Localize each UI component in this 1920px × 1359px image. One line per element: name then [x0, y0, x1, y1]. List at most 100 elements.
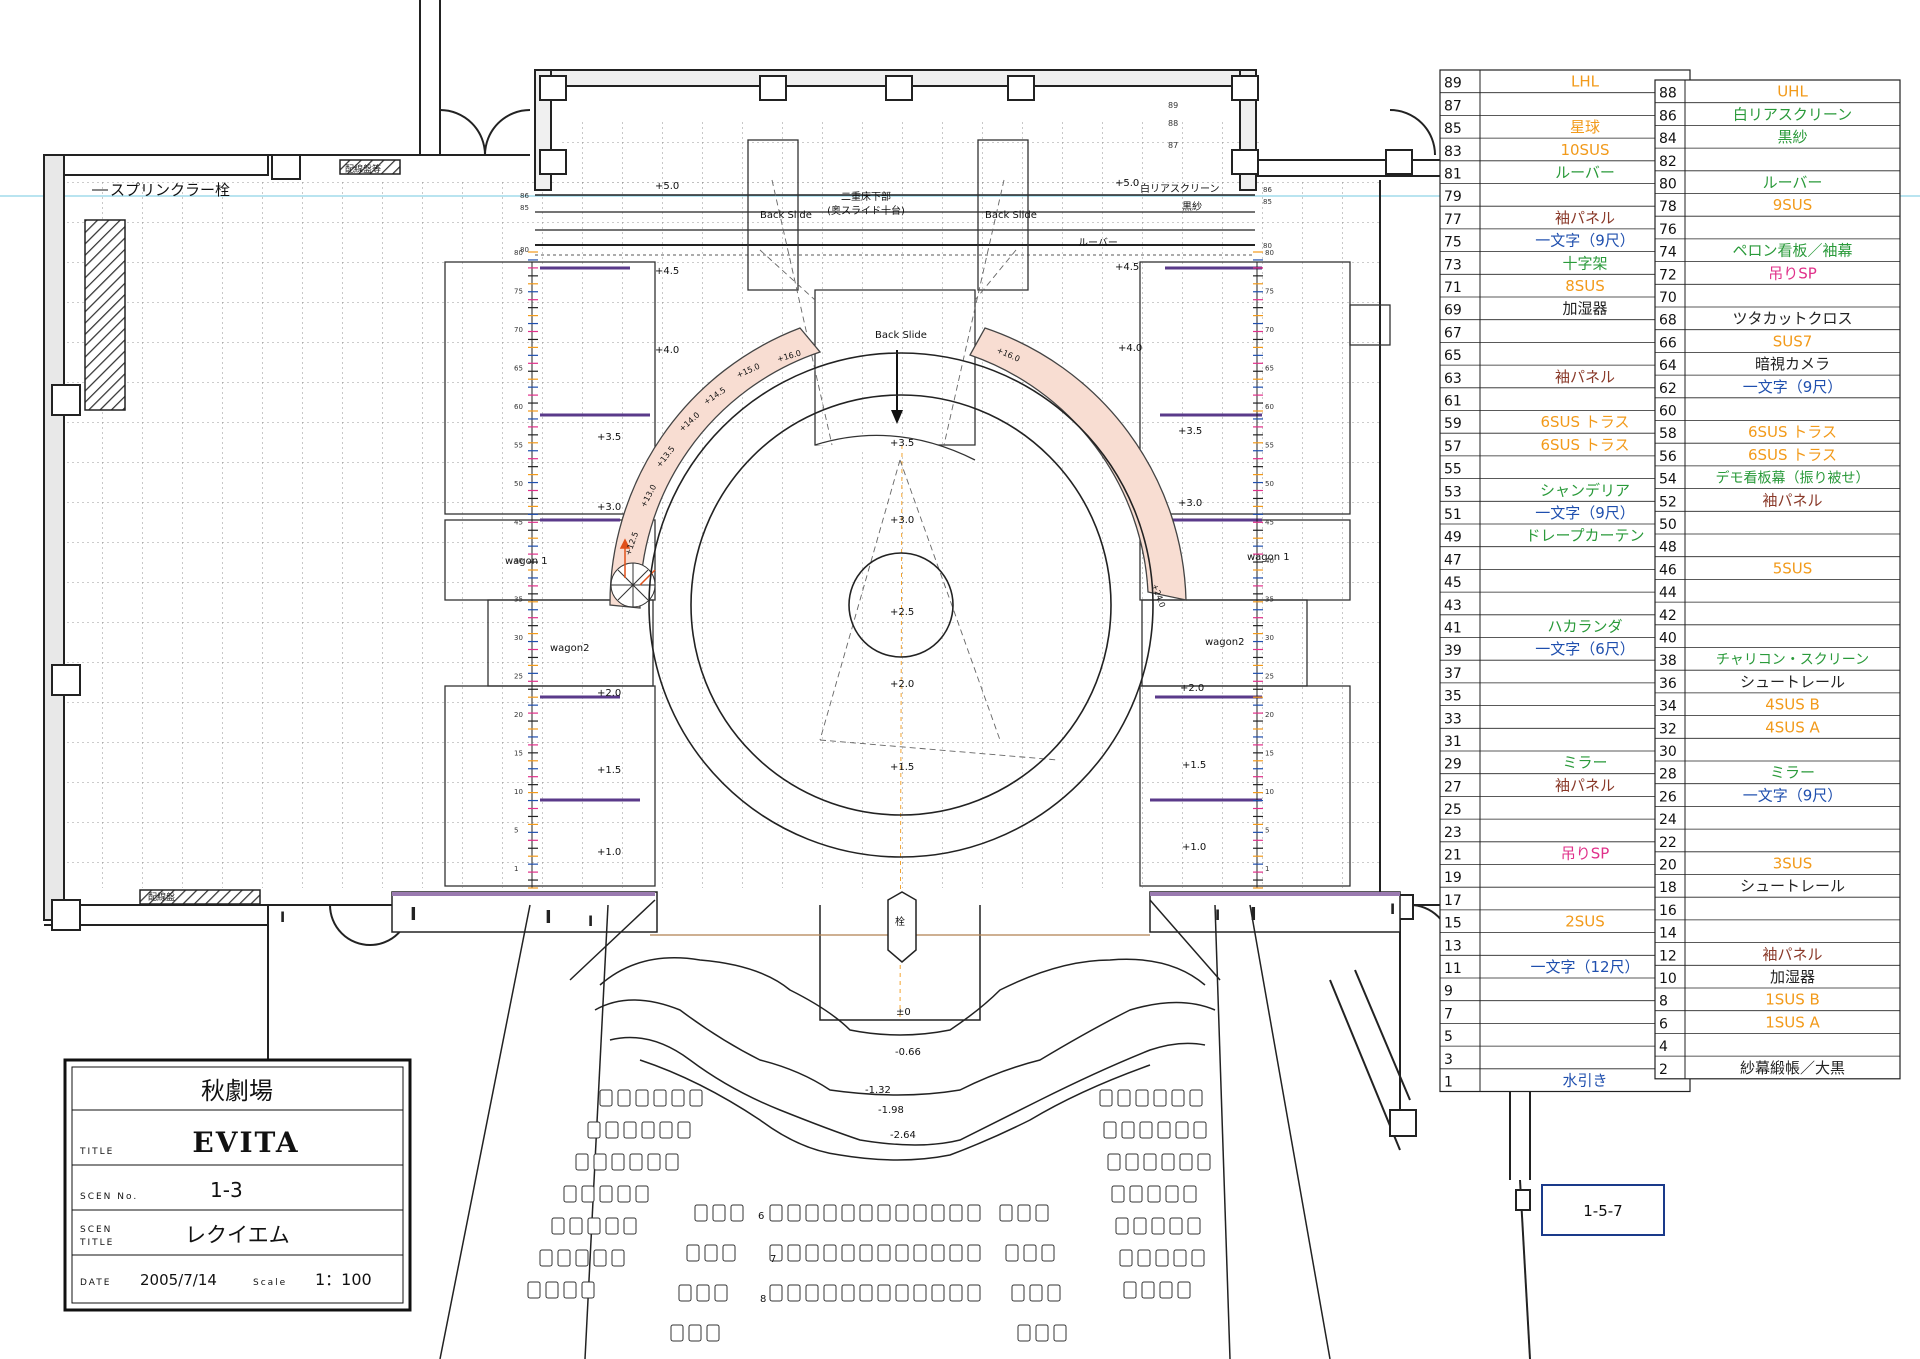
bar-number: 14	[1659, 926, 1677, 942]
back-slide-label: Back Slide	[760, 210, 812, 221]
bar-name: 6SUS トラス	[1748, 423, 1837, 441]
seat	[1159, 1281, 1173, 1299]
seat	[769, 1244, 783, 1262]
seat	[545, 1281, 559, 1299]
left-level: +1.5	[597, 765, 621, 776]
seat	[704, 1244, 718, 1262]
bar-number: 19	[1444, 870, 1462, 886]
ruler-label: 30	[514, 634, 523, 642]
ruler-label: 20	[514, 711, 523, 719]
bar-number: 87	[1444, 98, 1462, 114]
bar-name: チャリコン・スクリーン	[1716, 652, 1869, 668]
ruler-label: 55	[1265, 442, 1274, 450]
seat	[1035, 1324, 1049, 1342]
seat	[1011, 1284, 1025, 1302]
bar-number: 38	[1659, 653, 1677, 669]
seat	[999, 1204, 1013, 1222]
left-level: +4.5	[655, 266, 679, 277]
bar-number: 16	[1659, 903, 1677, 919]
bar-name: ルーバー	[1763, 174, 1823, 192]
seat	[841, 1204, 855, 1222]
bar-name: ドレープカーテン	[1525, 527, 1644, 545]
ruler-label: 35	[514, 596, 523, 604]
seat	[1135, 1089, 1149, 1107]
white-rear-label: 白リアスクリーン	[1140, 182, 1220, 195]
seat	[1023, 1244, 1037, 1262]
bar-number: 26	[1659, 789, 1677, 805]
bar-name: ルーバー	[1555, 164, 1615, 182]
ruler-label: 15	[514, 750, 523, 758]
apron-curve	[599, 957, 1206, 1036]
left-level: +4.0	[655, 345, 679, 356]
bar-number: 9	[1444, 984, 1453, 1000]
seat	[714, 1284, 728, 1302]
bar-number: 60	[1659, 404, 1677, 420]
bar-name: シュートレール	[1740, 673, 1845, 691]
ruler-label: 45	[1265, 519, 1274, 527]
ruler-label: 35	[1265, 596, 1274, 604]
hatched-sections	[84, 159, 401, 905]
seat	[1107, 1153, 1121, 1171]
bar-number: 69	[1444, 303, 1462, 319]
seat	[913, 1284, 927, 1302]
seat	[895, 1284, 909, 1302]
seat	[859, 1204, 873, 1222]
right-level: +3.5	[1178, 426, 1202, 437]
stair-arrows	[619, 538, 656, 586]
bar-name: 1SUS B	[1765, 991, 1820, 1009]
scene-title-label: SCEN	[80, 1225, 112, 1235]
center-level: +2.0	[890, 679, 914, 690]
bar-number: 59	[1444, 416, 1462, 432]
seat	[1177, 1281, 1191, 1299]
bar-number: 49	[1444, 530, 1462, 546]
seat	[670, 1324, 684, 1342]
bar-number: 51	[1444, 507, 1462, 523]
seat	[1119, 1249, 1133, 1267]
right-level: +1.0	[1182, 842, 1206, 853]
seat	[617, 1089, 631, 1107]
seat	[587, 1217, 601, 1235]
bar-name: シュートレール	[1740, 877, 1845, 895]
bar-name: 袖パネル	[1762, 945, 1822, 963]
bar-number: 37	[1444, 666, 1462, 682]
seat	[1189, 1089, 1203, 1107]
seat	[1041, 1244, 1055, 1262]
seat	[696, 1284, 710, 1302]
seat	[1153, 1089, 1167, 1107]
bar-number: 68	[1659, 313, 1677, 329]
svg-text:I: I	[588, 914, 593, 930]
bar-number: 72	[1659, 267, 1677, 283]
bar-number: 67	[1444, 325, 1462, 341]
bar-number: 29	[1444, 757, 1462, 773]
bar-name: ミラー	[1562, 754, 1607, 772]
seat	[823, 1244, 837, 1262]
bar-number: 42	[1659, 608, 1677, 624]
seat	[787, 1204, 801, 1222]
sheet-id-box: 1-5-7	[1541, 1184, 1665, 1236]
ruler-label: 15	[1265, 750, 1274, 758]
seat	[1129, 1185, 1143, 1203]
spiral-stair	[610, 562, 656, 608]
bar-number: 46	[1659, 562, 1677, 578]
center-level: ±0	[896, 1007, 911, 1018]
ruler-label: 70	[1265, 326, 1274, 334]
left-level: +3.5	[597, 432, 621, 443]
bar-name: 一文字（9尺）	[1743, 786, 1843, 804]
bar-number: 64	[1659, 358, 1677, 374]
scene-title: レクイエム	[185, 1223, 290, 1247]
seat	[913, 1204, 927, 1222]
center-level: -1.98	[878, 1105, 904, 1116]
ruler-label: 80	[1265, 249, 1274, 257]
seat	[1029, 1284, 1043, 1302]
seat	[1143, 1153, 1157, 1171]
bar-name: 白リアスクリーン	[1733, 105, 1852, 123]
bar-number: 75	[1444, 235, 1462, 251]
proscenium	[391, 891, 1401, 1359]
seat	[1017, 1324, 1031, 1342]
ramp-levels: +12.5 +13.0 +13.5 +14.0 +14.5 +15.0 +16.…	[623, 346, 1167, 609]
seat	[647, 1153, 661, 1171]
seat	[722, 1244, 736, 1262]
seat	[599, 1089, 613, 1107]
seat	[688, 1324, 702, 1342]
